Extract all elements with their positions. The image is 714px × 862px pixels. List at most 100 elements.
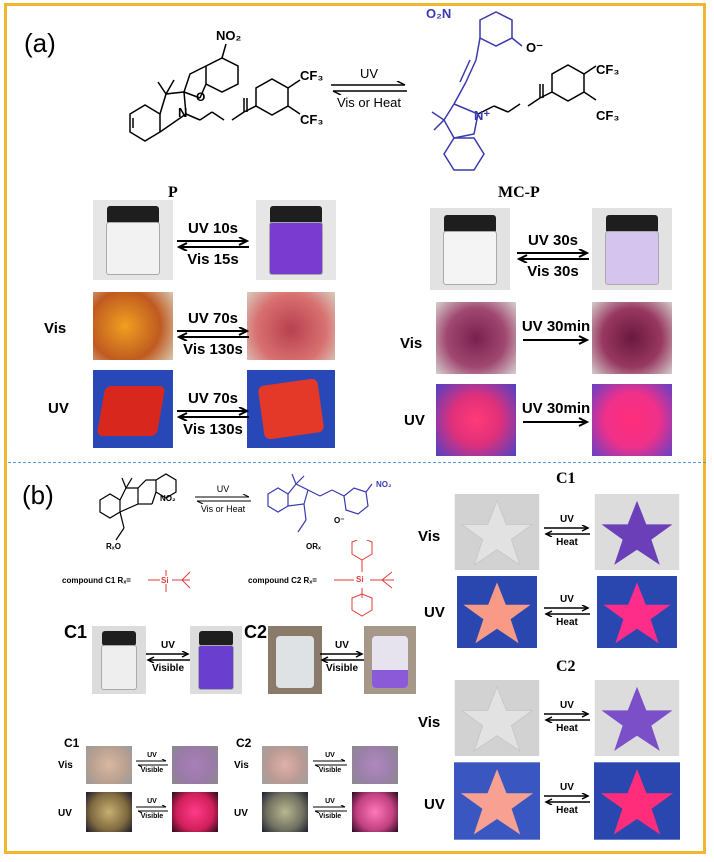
nitrogen-label-left: N (178, 105, 188, 120)
right-row-3-forward-label: UV 30min (521, 400, 591, 417)
vial-c2-forward-label: UV (335, 640, 349, 651)
powder-photo-mcp-vis-before (436, 302, 516, 374)
powder-c2-vis-arrows: UV Visible (309, 752, 351, 774)
vial-c1-arrows: UV Visible (142, 640, 194, 674)
right-row-2-forward-label: UV 30min (521, 318, 591, 335)
oxygen-label-left: O (196, 90, 206, 104)
panel-label-b: (b) (22, 480, 54, 510)
vial-photo-p-before (93, 200, 173, 280)
si-label-c2: Si (356, 575, 364, 584)
powder-photo-p-uv-after (247, 370, 335, 448)
powder-reverse-label: Visible (140, 813, 164, 820)
powder-photo-mcp-uv-before (436, 384, 516, 456)
vial-c1-label: C1 (64, 622, 88, 642)
oxide-label-b-right: O⁻ (334, 516, 345, 525)
star-photo-c2-vis-after (594, 680, 680, 756)
vial-photo-c1-before (92, 626, 146, 694)
vial-c2-arrows: UV Visible (316, 640, 368, 674)
powder-photo-p-uv-before (93, 370, 173, 448)
powder-c2-uv-arrows: UV Visible (309, 798, 351, 820)
powder-forward-label: UV (147, 798, 157, 805)
merocyanine-structure-right (431, 11, 597, 171)
vial-c2-label: C2 (244, 622, 268, 642)
nitro-label-b-right: NO₂ (376, 480, 392, 489)
nitrogen-plus-label-right: N⁺ (474, 108, 491, 123)
reaction-forward-label-a: UV (359, 66, 379, 81)
left-row-3-reverse-label: Vis 130s (183, 421, 243, 438)
tbs-group-structure (148, 570, 191, 592)
powder-photo-mcp-uv-after (592, 384, 672, 456)
powder-reverse-label: Visible (318, 767, 342, 774)
spiropyran-structure-left (129, 43, 301, 142)
cf3-label-bottom-right: CF₃ (596, 108, 620, 123)
vial-photo-c2-before (268, 626, 322, 694)
right-row-1-arrows: UV 30s Vis 30s (512, 232, 594, 280)
right-row-3-arrows: UV 30min (518, 400, 594, 427)
star-c2-vis-arrows: UV Heat (540, 700, 594, 734)
stars-c2-title: C2 (556, 658, 576, 675)
powder-photo-c1-vis-after (172, 746, 218, 784)
powder-row-uv-label-c2: UV (234, 808, 248, 819)
vial-photo-mcp-after (592, 208, 672, 290)
powder-photo-c2-vis-before (262, 746, 308, 784)
star-row-uv-label-c1: UV (424, 604, 445, 621)
powder-c1-uv-arrows: UV Visible (132, 798, 172, 820)
star-forward-label: UV (560, 700, 574, 711)
vial-c1-forward-label: UV (161, 640, 175, 651)
section-divider (8, 462, 706, 463)
right-row-1-forward-label: UV 30s (527, 232, 579, 249)
powder-photo-c2-uv-after (352, 792, 398, 832)
stars-c1-title: C1 (556, 470, 576, 487)
nitro-label-left: NO₂ (216, 28, 242, 43)
reaction-arrows-a: UV Vis or Heat (324, 66, 414, 110)
powder-reverse-label: Visible (140, 767, 164, 774)
star-photo-c2-uv-after (594, 762, 680, 840)
compound-c1-rx-label: compound C1 Rₓ= (62, 576, 131, 585)
powder-row-uv-label-c1: UV (58, 808, 72, 819)
left-row-1-reverse-label: Vis 15s (187, 251, 239, 268)
left-row-2-reverse-label: Vis 130s (183, 341, 243, 358)
star-photo-c1-uv-before (457, 576, 537, 648)
powder-photo-c2-uv-before (262, 792, 308, 832)
star-forward-label: UV (560, 514, 574, 525)
star-row-vis-label-c1: Vis (418, 528, 441, 545)
powder-c1-label: C1 (64, 736, 80, 750)
powder-photo-c1-uv-after (172, 792, 218, 832)
si-label-c1: Si (161, 576, 169, 585)
right-row-2-arrows: UV 30min (518, 318, 594, 345)
star-photo-c1-vis-before (454, 494, 540, 570)
powder-photo-p-vis-before (93, 292, 173, 360)
reaction-arrows-b: UV Vis or Heat (190, 484, 256, 514)
star-row-vis-label-c2: Vis (418, 714, 441, 731)
star-c1-vis-arrows: UV Heat (540, 514, 594, 548)
reaction-reverse-label-b: Vis or Heat (200, 504, 246, 514)
left-row-3-arrows: UV 70s Vis 130s (170, 390, 256, 438)
left-row-2-label: Vis (44, 320, 67, 337)
left-row-3-label: UV (48, 400, 69, 417)
compound-label-p: P (168, 184, 178, 201)
left-row-2-forward-label: UV 70s (187, 310, 239, 327)
compound-label-mcp: MC-P (498, 184, 540, 201)
right-row-2-label: Vis (400, 335, 423, 352)
star-forward-label: UV (560, 782, 574, 793)
right-row-1-reverse-label: Vis 30s (527, 263, 579, 280)
rx-label-b-right: ORₓ (306, 542, 321, 551)
powder-row-vis-label-c2: Vis (234, 760, 249, 771)
vial-photo-p-after (256, 200, 336, 280)
powder-forward-label: UV (325, 798, 335, 805)
vial-c2-reverse-label: Visible (325, 663, 359, 674)
star-c1-uv-arrows: UV Heat (540, 594, 594, 628)
vial-photo-c1-after (190, 626, 242, 694)
powder-photo-p-vis-after (247, 292, 335, 360)
powder-row-vis-label-c1: Vis (58, 760, 73, 771)
spiropyran-structure-b-left (99, 473, 177, 541)
right-row-3-label: UV (404, 412, 425, 429)
left-row-1-forward-label: UV 10s (187, 220, 239, 237)
powder-forward-label: UV (325, 752, 335, 759)
star-reverse-label: Heat (556, 537, 578, 548)
nitro-label-b-left: NO₂ (160, 494, 176, 503)
vial-photo-c2-after (364, 626, 416, 694)
figure-frame (4, 3, 706, 854)
reaction-forward-label-b: UV (216, 484, 230, 494)
star-photo-c2-uv-before (454, 762, 540, 840)
